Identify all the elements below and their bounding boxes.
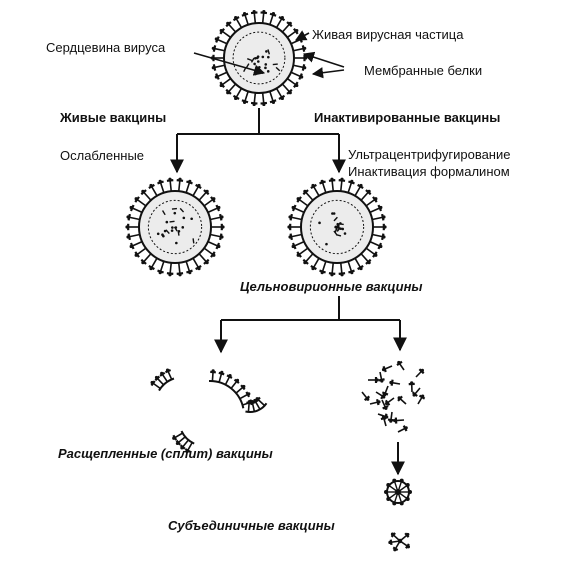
formalin-inactivation-label: Инактивация формалином (348, 164, 510, 179)
whole-virion-label: Цельновирионные вакцины (240, 279, 423, 294)
subunit-rosette-icon (384, 478, 412, 506)
live-particle-label: Живая вирусная частица (312, 27, 464, 42)
attenuated-label: Ослабленные (60, 148, 145, 163)
membrane-protein-cluster-icon (361, 360, 426, 433)
subunit-monomer-icon (388, 532, 411, 552)
split-membrane-fragments-icon (150, 368, 268, 454)
attenuated-virus-icon (125, 177, 225, 277)
live-vaccines-label: Живые вакцины (60, 110, 167, 125)
inactivated-vaccines-label: Инактивированные вакцины (314, 110, 501, 125)
membrane-proteins-label: Мембранные белки (364, 63, 483, 78)
live-virus-particle-icon (210, 9, 308, 107)
ultracentrifugation-label: Ультрацентрифугирование (348, 147, 511, 162)
virus-core-label: Сердцевина вируса (46, 40, 166, 55)
subunit-vaccines-label: Субъединичные вакцины (168, 518, 335, 533)
inactivated-virus-icon (287, 177, 387, 277)
split-vaccines-label: Расщепленные (сплит) вакцины (58, 446, 273, 461)
flow-connectors (170, 30, 407, 476)
